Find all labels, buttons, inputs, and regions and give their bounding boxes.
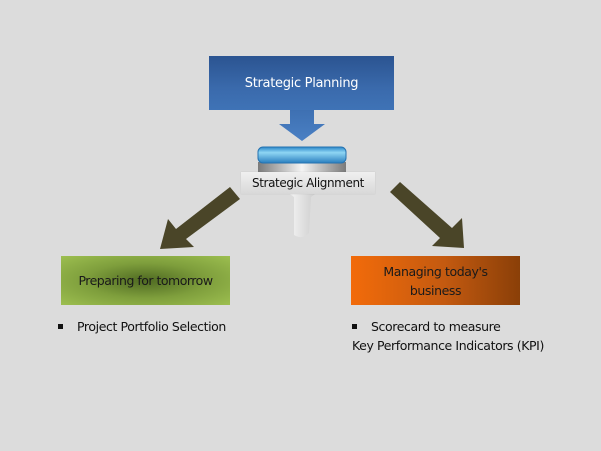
down-arrow-icon xyxy=(279,110,325,141)
left-bullet-text: Project Portfolio Selection xyxy=(77,319,226,334)
left-bullet-item: Project Portfolio Selection xyxy=(58,319,226,334)
arrow-down-left-icon xyxy=(160,187,240,249)
strategic-alignment-text: Strategic Alignment xyxy=(252,176,364,190)
right-bullet-item: Scorecard to measure xyxy=(352,319,501,334)
bullet-icon xyxy=(58,324,63,329)
right-bullet-text-2: Key Performance Indicators (KPI) xyxy=(352,338,544,353)
right-bullet-continuation: Key Performance Indicators (KPI) xyxy=(352,338,544,353)
strategic-planning-box: Strategic Planning xyxy=(209,56,394,110)
right-bullet-text: Scorecard to measure xyxy=(371,319,501,334)
managing-todays-business-label: Managing today's business xyxy=(383,263,488,298)
arrow-down-right-icon xyxy=(390,182,464,248)
strategic-planning-label: Strategic Planning xyxy=(244,75,359,91)
strategic-alignment-label: Strategic Alignment xyxy=(241,172,375,194)
bullet-icon xyxy=(352,324,357,329)
preparing-for-tomorrow-box: Preparing for tomorrow xyxy=(61,256,230,305)
preparing-for-tomorrow-label: Preparing for tomorrow xyxy=(78,273,213,288)
managing-todays-business-box: Managing today's business xyxy=(351,256,520,305)
